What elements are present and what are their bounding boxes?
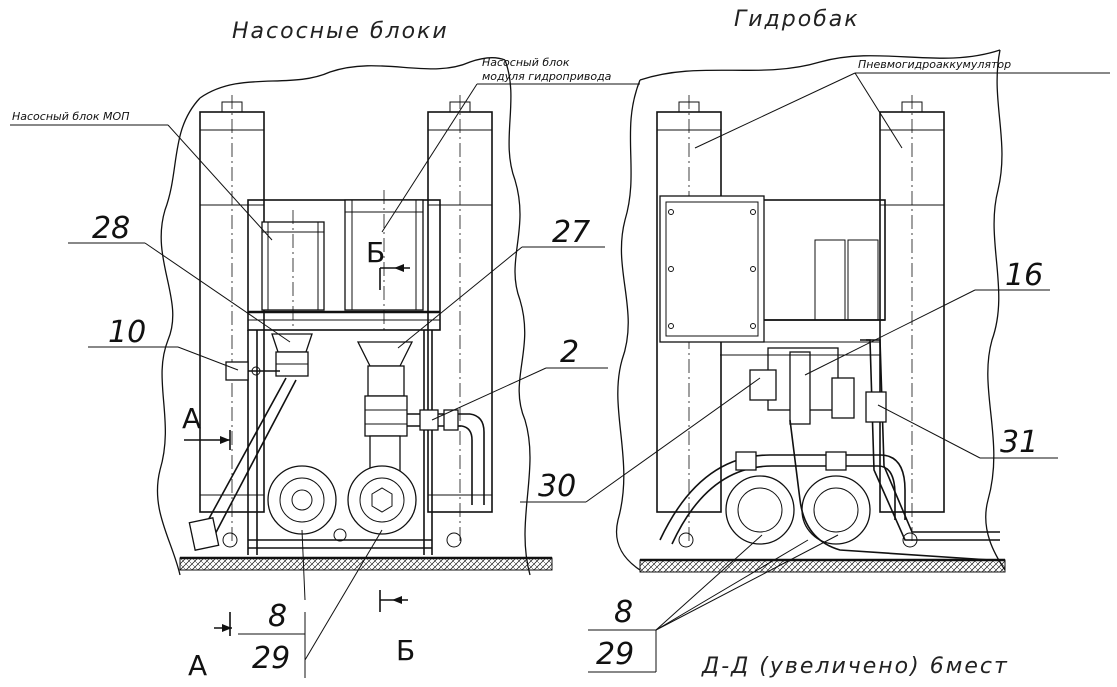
pos-right-8: 8 bbox=[614, 595, 633, 630]
right-floor-hatch bbox=[639, 559, 1006, 573]
label-accumulator: Пневмогидроаккумулятор bbox=[858, 58, 1011, 71]
left-floor-hatch bbox=[179, 557, 553, 571]
left-break-line bbox=[156, 59, 531, 576]
label-pump-drive-1: Насосный блок bbox=[482, 56, 570, 69]
leader-lines bbox=[10, 72, 1110, 678]
label-pump-mop: Насосный блок МОП bbox=[12, 110, 129, 123]
title-pump-blocks: Насосные блоки bbox=[232, 19, 449, 44]
flange-left-2 bbox=[347, 465, 417, 535]
pos-16: 16 bbox=[1005, 258, 1043, 293]
view-caption: Д-Д (увеличено) 6мест bbox=[701, 654, 1009, 679]
pos-left-29: 29 bbox=[252, 641, 290, 676]
pos-right-29: 29 bbox=[596, 637, 634, 672]
flange-right-2 bbox=[801, 475, 871, 545]
title-hydro-tank: Гидробак bbox=[734, 7, 860, 32]
pump-frame bbox=[247, 199, 441, 331]
section-b-top: Б bbox=[366, 236, 385, 269]
pos-27: 27 bbox=[552, 215, 590, 250]
flange-right-1 bbox=[725, 475, 795, 545]
pump-head-drive bbox=[356, 341, 414, 367]
section-a-bottom: А bbox=[188, 649, 207, 682]
pos-30: 30 bbox=[538, 469, 576, 504]
pos-10: 10 bbox=[108, 315, 146, 350]
pos-2: 2 bbox=[560, 335, 579, 370]
right-break-line bbox=[615, 49, 1006, 571]
section-marks bbox=[184, 264, 410, 636]
pos-31: 31 bbox=[1000, 425, 1038, 460]
left-view-pump-blocks bbox=[156, 56, 553, 576]
flange-left-1 bbox=[267, 465, 337, 535]
electrical-box bbox=[659, 195, 765, 343]
section-b-bottom: Б bbox=[396, 634, 415, 667]
section-a-top: А bbox=[182, 402, 201, 435]
pump-head-mop bbox=[271, 333, 313, 353]
label-pump-drive-2: модуля гидропривода bbox=[482, 70, 612, 83]
right-view-hydro-tank bbox=[615, 49, 1006, 573]
pos-28: 28 bbox=[92, 211, 130, 246]
pos-left-8: 8 bbox=[268, 599, 287, 634]
